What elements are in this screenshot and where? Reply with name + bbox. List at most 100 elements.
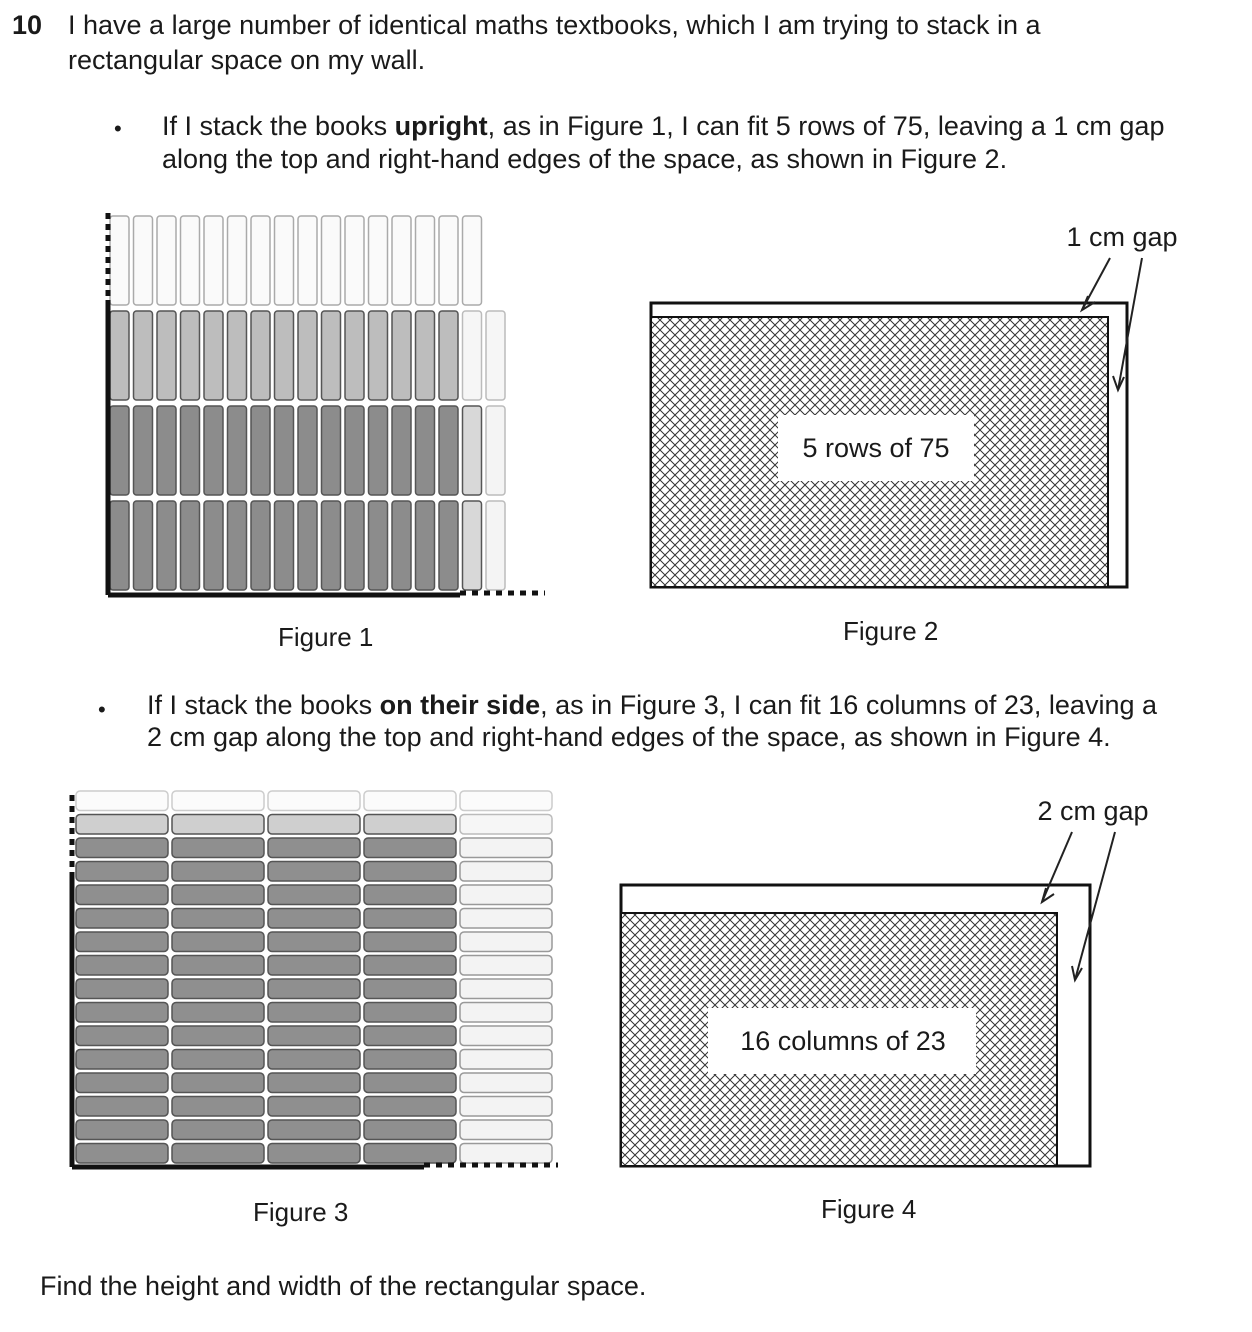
figure-1-book xyxy=(203,405,224,496)
figure-3-caption: Figure 3 xyxy=(253,1197,349,1227)
figure-1-book xyxy=(297,500,318,591)
figure-3-book xyxy=(267,1025,361,1047)
figure-3-book xyxy=(75,837,169,859)
figure-1-book xyxy=(367,310,389,401)
figure-3-book xyxy=(75,1072,169,1094)
figure-3-book xyxy=(75,954,169,976)
figure-3-book xyxy=(363,978,457,1000)
figure-3-book xyxy=(171,931,265,953)
figure-1-upright-books xyxy=(105,213,545,598)
figure-1-book xyxy=(367,500,389,591)
figure-3-book xyxy=(267,837,361,859)
figure-3-book xyxy=(75,1048,169,1070)
figure-3-book xyxy=(459,907,553,929)
figure-1-book xyxy=(203,500,224,591)
figure-1-book xyxy=(179,500,201,591)
figure-1-book xyxy=(485,405,506,496)
figure-2-box-label: 5 rows of 75 xyxy=(802,433,949,463)
figure-3-book xyxy=(171,1119,265,1141)
figure-3-book xyxy=(75,1142,169,1164)
figure-1-book xyxy=(132,405,154,496)
figure-1-book xyxy=(461,310,483,401)
figure-1-book xyxy=(414,500,436,591)
figure-3-book xyxy=(75,813,169,835)
figure-3-book xyxy=(75,884,169,906)
figure-1-book xyxy=(109,500,130,591)
figure-1-book xyxy=(391,215,412,306)
figure-1-book xyxy=(156,310,177,401)
figure-3-book xyxy=(459,1001,553,1023)
figure-1-book xyxy=(132,310,154,401)
figure-3-book xyxy=(171,907,265,929)
intro-line-2: rectangular space on my wall. xyxy=(68,45,426,75)
figure-1-book xyxy=(414,405,436,496)
figure-3-book xyxy=(459,1048,553,1070)
figure-1-book xyxy=(320,310,342,401)
bullet-1-line-2: along the top and right-hand edges of th… xyxy=(162,144,1008,174)
figure-3-book xyxy=(459,1119,553,1141)
figure-3-book xyxy=(363,837,457,859)
figure-1-book xyxy=(132,215,154,306)
figure-1-book xyxy=(320,405,342,496)
figure-2-arrow-top xyxy=(1079,257,1111,313)
figure-3-book xyxy=(363,907,457,929)
bullet-1-bold: upright xyxy=(394,111,488,141)
figure-3-book xyxy=(363,1119,457,1141)
figure-1-book xyxy=(250,215,271,306)
figure-1-book xyxy=(344,500,365,591)
question-prompt: Find the height and width of the rectang… xyxy=(40,1271,647,1301)
figure-3-book xyxy=(171,1048,265,1070)
figure-3-book xyxy=(363,884,457,906)
figure-3-book xyxy=(459,837,553,859)
figure-3-book xyxy=(267,860,361,882)
figure-1-book xyxy=(179,310,201,401)
intro-line-1: I have a large number of identical maths… xyxy=(68,10,1041,40)
figure-1-book xyxy=(109,310,130,401)
figure-3-book xyxy=(459,1072,553,1094)
figure-3-side-books xyxy=(69,790,558,1170)
bullet-1-pre: If I stack the books xyxy=(162,111,395,141)
figure-1-book xyxy=(203,310,224,401)
figure-3-book xyxy=(267,1119,361,1141)
figure-1-book xyxy=(203,215,224,306)
figure-1-book xyxy=(297,310,318,401)
figure-2-gap-label: 1 cm gap xyxy=(1066,222,1177,252)
figure-3-book xyxy=(363,954,457,976)
figure-1-book xyxy=(179,215,201,306)
bullet-2-dot: • xyxy=(98,697,106,722)
figure-1-book xyxy=(156,500,177,591)
bullet-1-dot: • xyxy=(114,116,122,141)
figure-3-book xyxy=(267,884,361,906)
figure-1-caption: Figure 1 xyxy=(278,622,374,652)
figure-3-book xyxy=(267,790,361,812)
figure-3-book xyxy=(267,1001,361,1023)
figure-3-book xyxy=(459,813,553,835)
figure-4-box-label: 16 columns of 23 xyxy=(740,1026,946,1056)
figure-1-book xyxy=(226,405,248,496)
figure-3-book xyxy=(75,907,169,929)
figure-1-book xyxy=(485,310,506,401)
figure-3-book xyxy=(267,954,361,976)
figure-1-book xyxy=(320,215,342,306)
figure-1-book xyxy=(250,405,271,496)
figure-3-book xyxy=(171,884,265,906)
figure-1-book xyxy=(297,405,318,496)
figure-1-book xyxy=(438,215,459,306)
figure-3-book xyxy=(267,907,361,929)
figure-3-book xyxy=(267,1095,361,1117)
figure-1-book xyxy=(273,310,295,401)
figure-3-book xyxy=(267,1142,361,1164)
figure-1-book xyxy=(109,215,130,306)
figure-3-book xyxy=(171,1095,265,1117)
figure-1-book xyxy=(391,500,412,591)
figure-3-book xyxy=(363,1095,457,1117)
figure-3-book xyxy=(171,813,265,835)
figure-4-gap-label: 2 cm gap xyxy=(1037,796,1148,826)
figure-1-book xyxy=(226,500,248,591)
figure-3-book xyxy=(171,860,265,882)
figure-1-book xyxy=(391,310,412,401)
figure-1-book xyxy=(226,310,248,401)
figure-1-book xyxy=(367,215,389,306)
figure-1-book xyxy=(273,405,295,496)
figure-1-book xyxy=(391,405,412,496)
